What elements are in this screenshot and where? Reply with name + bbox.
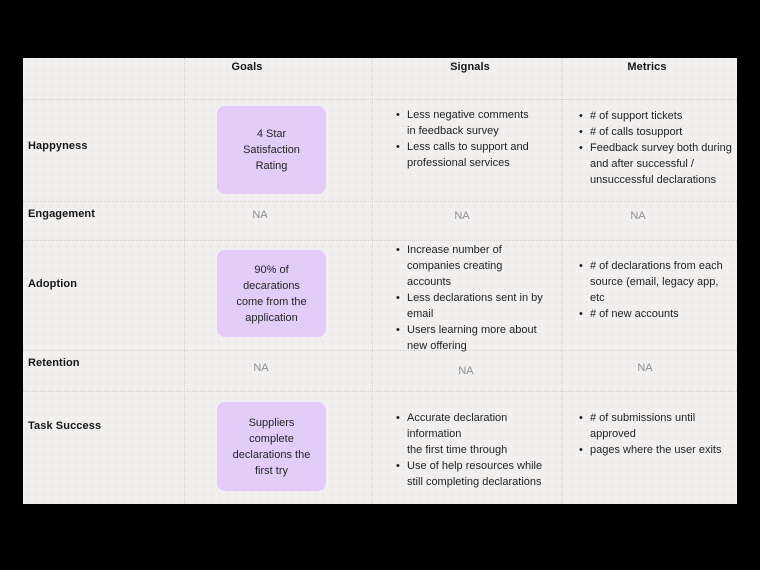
- grid-line-horizontal: [23, 391, 737, 392]
- list-item: # of support tickets: [579, 108, 732, 124]
- na-value-signals-retention: NA: [458, 365, 474, 377]
- grid-line-horizontal: [23, 99, 737, 100]
- list-item: # of submissions until approved: [579, 410, 721, 442]
- metrics-list-happyness: # of support tickets # of calls tosuppor…: [579, 108, 732, 188]
- grid-line-vertical: [372, 58, 373, 504]
- list-item: Less negative comments in feedback surve…: [396, 107, 529, 139]
- signals-list-happyness: Less negative comments in feedback surve…: [396, 107, 529, 171]
- list-item: Feedback survey both during and after su…: [579, 140, 732, 188]
- na-value-goals-engagement: NA: [252, 209, 268, 221]
- list-item: # of declarations from each source (emai…: [579, 258, 723, 306]
- list-item: # of new accounts: [579, 306, 723, 322]
- goal-card-happyness[interactable]: 4 Star Satisfaction Rating: [217, 106, 326, 194]
- list-item: Use of help resources while still comple…: [396, 458, 542, 490]
- list-item: Accurate declaration information the fir…: [396, 410, 542, 458]
- row-label-task-success: Task Success: [28, 420, 102, 432]
- na-value-goals-retention: NA: [253, 362, 269, 374]
- list-item: Increase number of companies creating ac…: [396, 242, 543, 290]
- heart-framework-table: Goals Signals Metrics Happyness Engageme…: [23, 58, 737, 504]
- list-item: Less declarations sent in by email: [396, 290, 543, 322]
- na-value-metrics-engagement: NA: [630, 210, 646, 222]
- signals-list-adoption: Increase number of companies creating ac…: [396, 242, 543, 354]
- grid-line-horizontal: [23, 201, 737, 202]
- column-header-metrics: Metrics: [627, 61, 667, 73]
- metrics-list-adoption: # of declarations from each source (emai…: [579, 258, 723, 322]
- list-item: # of calls tosupport: [579, 124, 732, 140]
- column-header-goals: Goals: [231, 61, 263, 73]
- list-item: pages where the user exits: [579, 442, 721, 458]
- grid-line-vertical: [561, 58, 562, 504]
- grid-line-horizontal: [23, 240, 737, 241]
- row-label-engagement: Engagement: [28, 208, 96, 220]
- signals-list-task-success: Accurate declaration information the fir…: [396, 410, 542, 490]
- row-label-retention: Retention: [28, 357, 80, 369]
- list-item: Users learning more about new offering: [396, 322, 543, 354]
- row-label-happyness: Happyness: [28, 140, 88, 152]
- grid-line-vertical: [184, 58, 185, 504]
- row-label-adoption: Adoption: [28, 278, 78, 290]
- na-value-metrics-retention: NA: [637, 362, 653, 374]
- metrics-list-task-success: # of submissions until approved pages wh…: [579, 410, 721, 458]
- goal-card-task-success[interactable]: Suppliers complete declarations the firs…: [217, 402, 326, 491]
- column-header-signals: Signals: [450, 61, 490, 73]
- na-value-signals-engagement: NA: [454, 210, 470, 222]
- grid-line-horizontal: [23, 350, 737, 351]
- goal-card-adoption[interactable]: 90% of decarations come from the applica…: [217, 250, 326, 337]
- list-item: Less calls to support and professional s…: [396, 139, 529, 171]
